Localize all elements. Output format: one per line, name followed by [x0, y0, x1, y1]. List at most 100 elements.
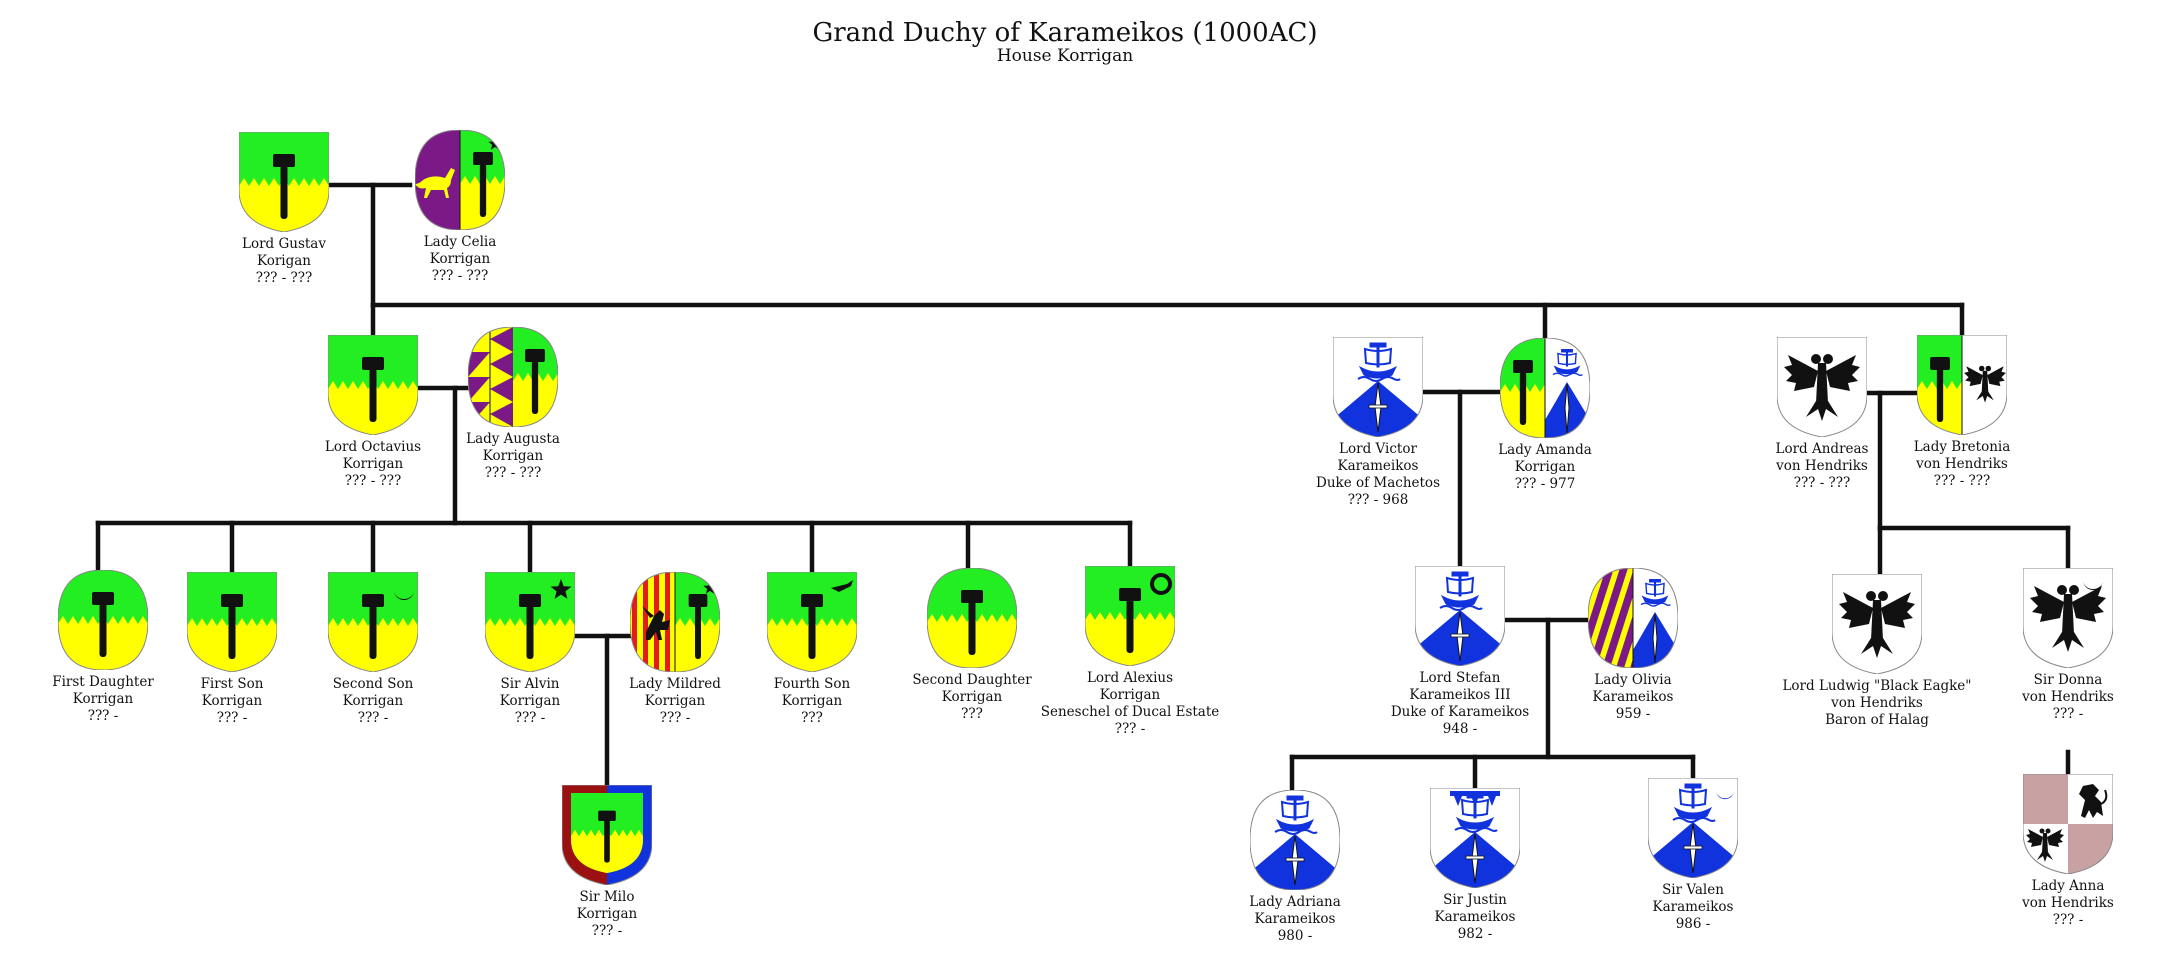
coat-of-arms-icon	[415, 130, 505, 230]
person-label-line: Duke of Machetos	[1316, 475, 1440, 491]
person-label-line: Sir Milo	[579, 889, 635, 905]
person-label-line: Sir Valen	[1662, 882, 1724, 898]
person-label-line: ???	[801, 710, 823, 726]
person-label-line: Lady Olivia	[1594, 672, 1672, 688]
person-label-line: Korrigan	[644, 693, 706, 709]
coat-of-arms-icon	[328, 572, 418, 672]
coat-of-arms-icon	[328, 335, 418, 435]
person-label-line: Lord Octavius	[324, 439, 422, 455]
person-label-line: ??? -	[1114, 721, 1146, 737]
person-label-line: Korigan	[256, 253, 311, 269]
person-label-line: ??? -	[659, 710, 691, 726]
person-label-line: Korrigan	[342, 456, 404, 472]
person-label-line: Karameikos	[1254, 911, 1336, 927]
person-label-line: Korrigan	[1099, 687, 1161, 703]
person-label-line: Fourth Son	[773, 676, 851, 692]
person-label-line: Korrigan	[201, 693, 263, 709]
person-label-line: ??? - ???	[255, 270, 313, 286]
coat-of-arms-icon	[2023, 774, 2113, 874]
person-label-line: 986 -	[1675, 916, 1711, 932]
person-label-line: 959 -	[1615, 706, 1651, 722]
person-label-line: ??? -	[357, 710, 389, 726]
coat-of-arms-icon	[1588, 568, 1678, 668]
person-label-line: Korrigan	[499, 693, 561, 709]
person-label-line: ??? -	[87, 708, 119, 724]
person-label-line: Korrigan	[482, 448, 544, 464]
person-label-line: ??? -	[216, 710, 248, 726]
person-label-line: Lady Mildred	[629, 676, 721, 692]
coat-of-arms-icon	[1333, 337, 1423, 437]
person-label-line: von Hendriks	[2022, 689, 2114, 705]
person-label-line: Lady Augusta	[466, 431, 560, 447]
coat-of-arms-icon	[767, 572, 857, 672]
coat-of-arms-icon	[630, 572, 720, 672]
coat-of-arms-icon	[927, 568, 1017, 668]
person-label-line: ??? - ???	[1793, 475, 1851, 491]
person-label-line: Lord Andreas	[1775, 441, 1869, 457]
person-label-line: Karameikos	[1652, 899, 1734, 915]
person-label-line: von Hendriks	[2022, 895, 2114, 911]
person-label-line: ???	[961, 706, 983, 722]
coat-of-arms-icon	[239, 132, 329, 232]
coat-of-arms-icon	[1832, 574, 1922, 674]
person-label-line: ??? - 977	[1514, 476, 1576, 492]
coat-of-arms-icon	[1430, 788, 1520, 888]
person-label-line: Lady Adriana	[1249, 894, 1341, 910]
coat-of-arms-icon	[187, 572, 277, 672]
person-label-line: Korrigan	[72, 691, 134, 707]
person-label-line: Lady Amanda	[1498, 442, 1592, 458]
person-label-line: Duke of Karameikos	[1390, 704, 1530, 720]
person-label-line: von Hendriks	[1776, 458, 1868, 474]
person-label-line: Korrigan	[941, 689, 1003, 705]
person-label-line: 948 -	[1442, 721, 1478, 737]
person-label-line: Lord Victor	[1339, 441, 1417, 457]
person-label-line: Korrigan	[1514, 459, 1576, 475]
coat-of-arms-icon	[1250, 790, 1340, 890]
coat-of-arms-icon	[562, 785, 652, 885]
person-label-line: Lady Celia	[423, 234, 497, 250]
person-label-line: von Hendriks	[1831, 695, 1923, 711]
person-label-line: ??? -	[514, 710, 546, 726]
chart-title: Grand Duchy of Karameikos (1000AC)	[812, 18, 1318, 48]
person-label-line: 982 -	[1457, 926, 1493, 942]
coat-of-arms-icon	[1917, 335, 2007, 435]
person-label-line: Sir Justin	[1443, 892, 1507, 908]
person-label-line: ??? - ???	[344, 473, 402, 489]
coat-of-arms-icon	[1648, 778, 1738, 878]
person-label-line: Second Daughter	[912, 672, 1032, 688]
person-label-line: Karameikos	[1592, 689, 1674, 705]
person-label-line: Karameikos	[1434, 909, 1516, 925]
person-label-line: ??? - ???	[1933, 473, 1991, 489]
person-label-line: Lord Ludwig "Black Eagke"	[1782, 678, 1972, 694]
person-label-line: 980 -	[1277, 928, 1313, 944]
person-label-line: von Hendriks	[1916, 456, 2008, 472]
coat-of-arms-icon	[2023, 568, 2113, 668]
coat-of-arms-icon	[1085, 566, 1175, 666]
person-label-line: Baron of Halag	[1825, 712, 1929, 728]
person-label-line: Lady Bretonia	[1913, 439, 2011, 455]
person-label-line: Lord Stefan	[1419, 670, 1501, 686]
person-label-line: Karameikos	[1337, 458, 1419, 474]
person-label-line: ??? - 968	[1347, 492, 1409, 508]
